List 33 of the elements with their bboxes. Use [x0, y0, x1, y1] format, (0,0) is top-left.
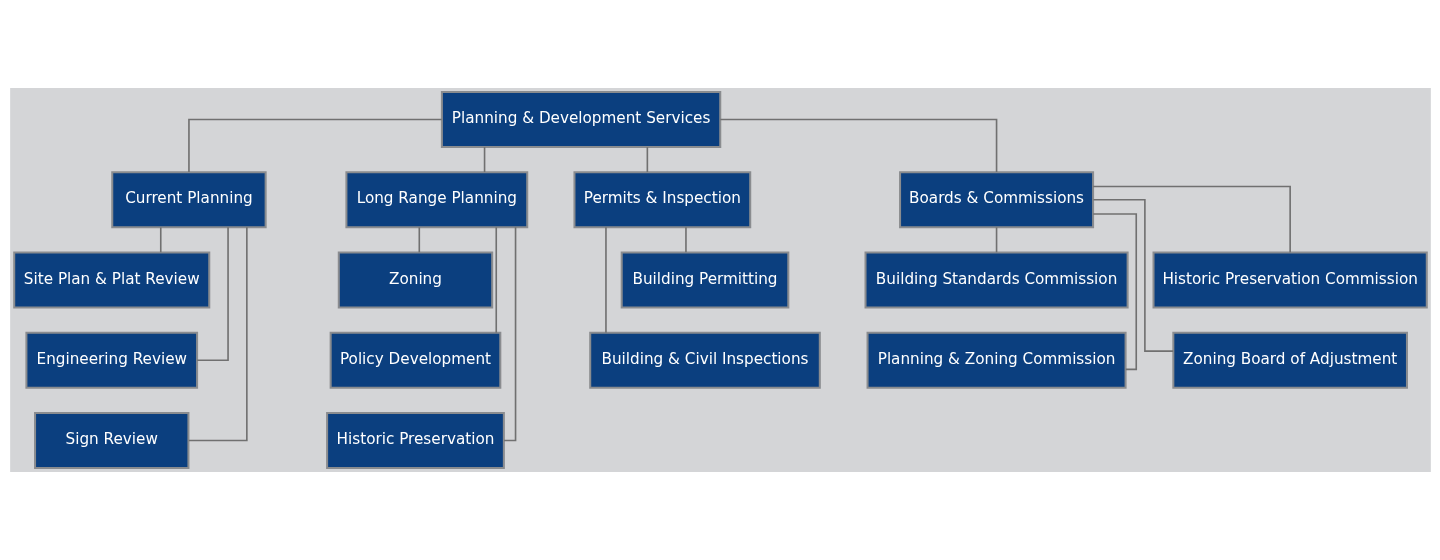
node-box: Building & Civil Inspections [588, 331, 821, 389]
connector [646, 146, 648, 173]
connector [159, 226, 162, 254]
node-box: Building Standards Commission [864, 251, 1129, 309]
connector [417, 226, 420, 254]
connector [1092, 198, 1174, 352]
node-box: Permits & Inspection [572, 171, 751, 229]
node-box: Sign Review [33, 412, 189, 469]
node-box: Building Permitting [620, 251, 789, 309]
connector [995, 226, 997, 254]
node-box: Planning & Development Services [440, 91, 721, 148]
connector [684, 226, 687, 254]
connector [1091, 213, 1137, 371]
node-box: Historic Preservation [325, 412, 505, 469]
connector [195, 226, 229, 362]
node-box: Current Planning [110, 171, 267, 229]
connector [483, 146, 485, 173]
node-box: Engineering Review [24, 331, 198, 389]
connector [502, 226, 516, 442]
connector [1091, 185, 1291, 254]
node-box: Policy Development [329, 331, 501, 389]
node-box: Planning & Zoning Commission [866, 331, 1127, 389]
node-box: Long Range Planning [344, 171, 528, 229]
node-box: Boards & Commissions [898, 171, 1094, 229]
connector [187, 118, 443, 173]
connector [494, 226, 497, 334]
node-box: Zoning [337, 251, 493, 309]
node-box: Site Plan & Plat Review [12, 251, 210, 309]
connector [718, 118, 997, 173]
node-box: Zoning Board of Adjustment [1171, 331, 1408, 389]
connector [604, 226, 607, 334]
node-box: Historic Preservation Commission [1152, 251, 1428, 309]
connector [187, 226, 248, 442]
